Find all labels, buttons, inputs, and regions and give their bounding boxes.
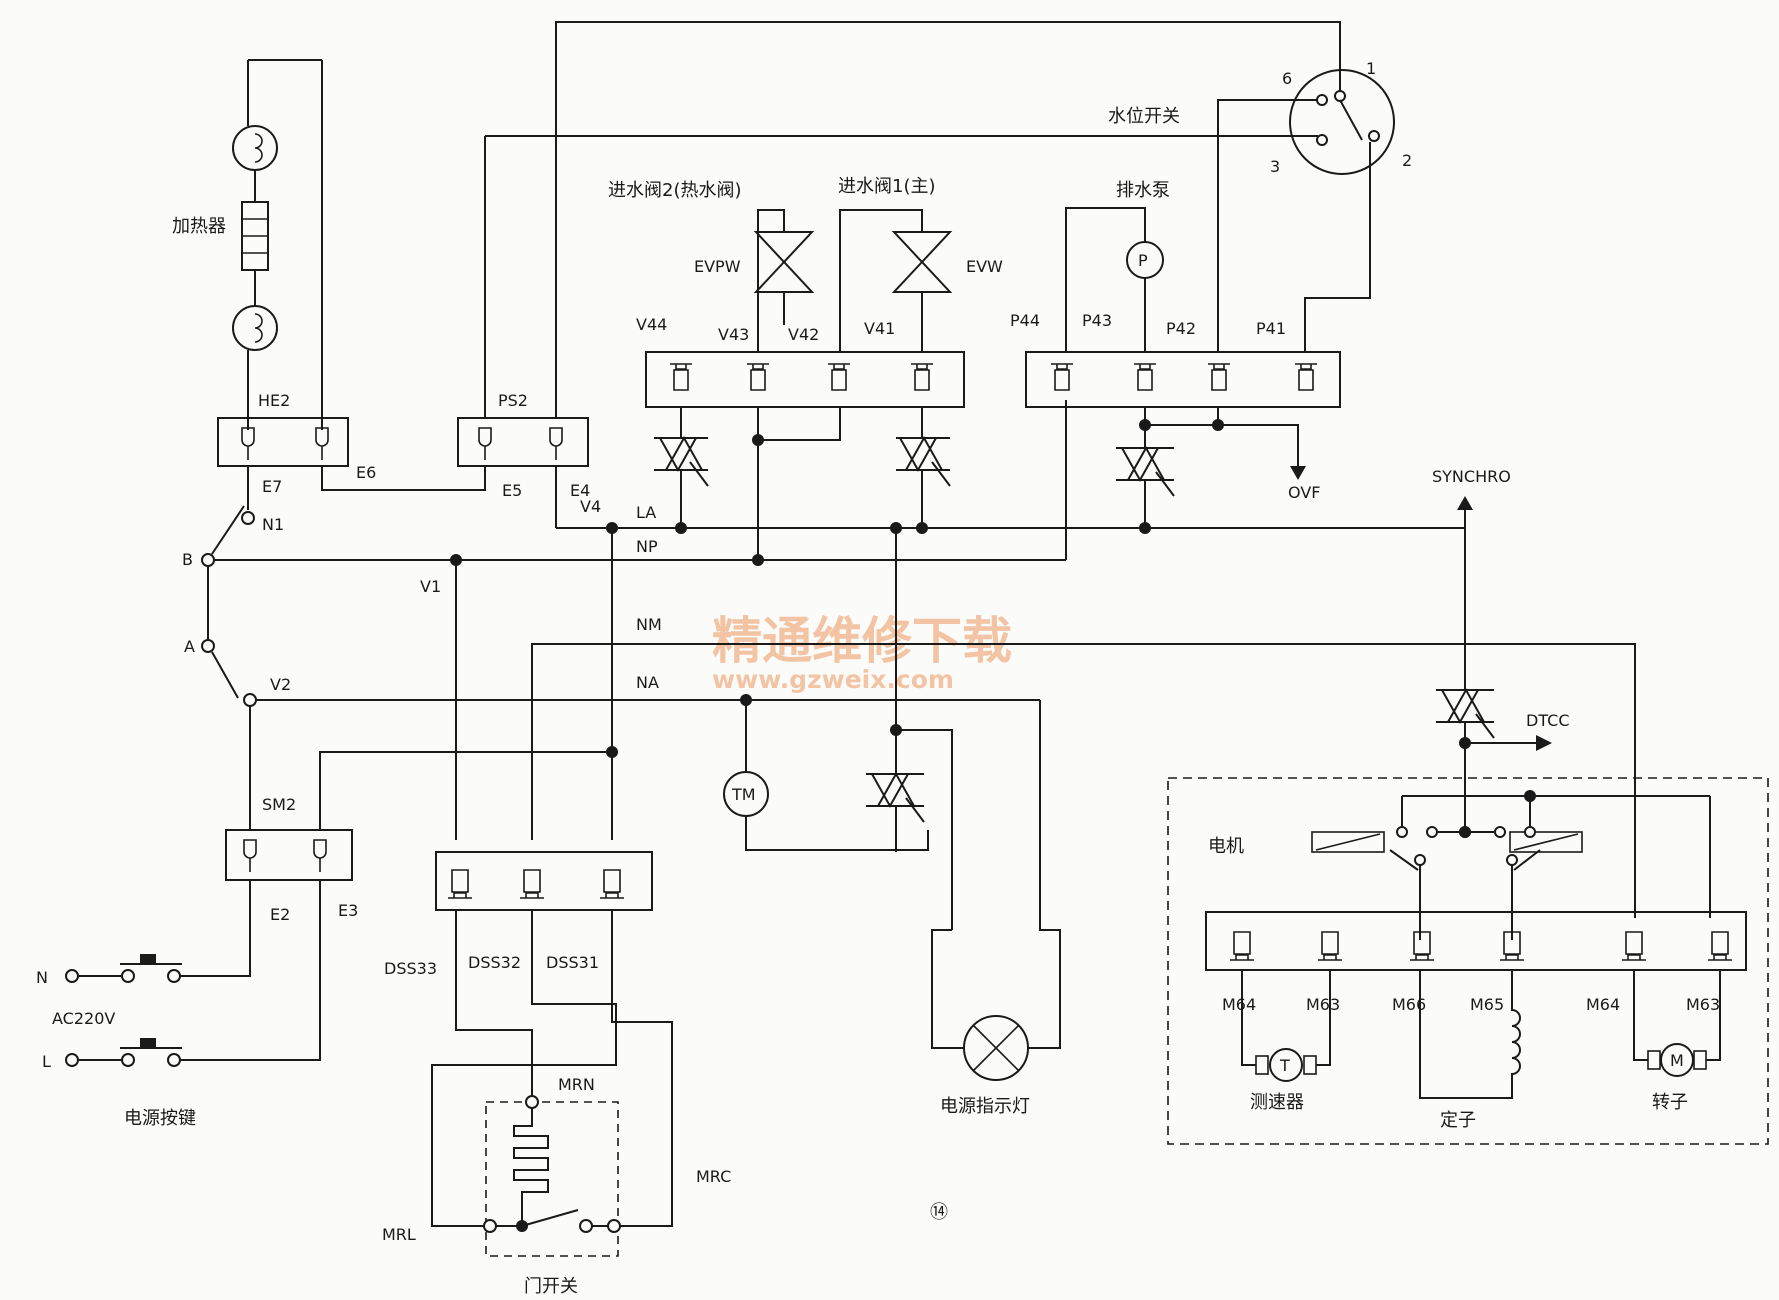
ws3-label: 3 (1270, 157, 1280, 176)
tachometer-symbol (1269, 1048, 1303, 1082)
e5-label: E5 (502, 481, 522, 500)
e4-label: E4 (570, 481, 590, 500)
watermark-url: www.gzweix.com (712, 665, 954, 694)
e2-label: E2 (270, 905, 290, 924)
rotor-symbol (1660, 1043, 1694, 1077)
ps2-connector (457, 417, 589, 467)
figure-number: ⑭ (930, 1202, 948, 1223)
m64b-label: M64 (1586, 995, 1620, 1014)
dss33-label: DSS33 (384, 959, 437, 978)
heater (232, 59, 323, 430)
m65-label: M65 (1470, 995, 1504, 1014)
evw-valve-symbol (891, 231, 953, 293)
motor-box (1167, 777, 1769, 1145)
v4-label: V4 (580, 497, 601, 516)
stator-coil (1511, 970, 1521, 1088)
mrl-label: MRL (382, 1225, 416, 1244)
np-label: NP (636, 537, 658, 556)
ptc-heater-symbol (513, 1108, 549, 1226)
n1-label: N1 (262, 515, 284, 534)
tachometer-label: 测速器 (1250, 1092, 1304, 1113)
evpw-valve-symbol (753, 231, 815, 293)
valve-connector (645, 351, 965, 408)
he2-connector (217, 417, 349, 467)
p41-label: P41 (1256, 319, 1286, 338)
rotor-m-label: M (1670, 1051, 1684, 1070)
motor-connector (1205, 911, 1747, 971)
l-label: L (42, 1052, 51, 1071)
v44-label: V44 (636, 315, 667, 334)
a-label: A (184, 637, 195, 656)
e6-label: E6 (356, 463, 376, 482)
b-label: B (182, 550, 193, 569)
sm2-label: SM2 (262, 795, 296, 814)
ws2-label: 2 (1402, 151, 1412, 170)
mrn-label: MRN (558, 1075, 595, 1094)
pump-connector (1025, 351, 1341, 408)
sm2-connector (225, 829, 353, 881)
na-label: NA (636, 673, 659, 692)
m63b-label: M63 (1686, 995, 1720, 1014)
ac220v-label: AC220V (52, 1009, 115, 1028)
p42-label: P42 (1166, 319, 1196, 338)
p43-label: P43 (1082, 311, 1112, 330)
tm-label: TM (731, 785, 756, 804)
water-level-switch (1289, 69, 1395, 175)
heater-label: 加热器 (172, 216, 226, 237)
tacho-t-label: T (1279, 1056, 1290, 1075)
v1-label: V1 (420, 577, 441, 596)
dss-connector (435, 851, 653, 911)
nm-label: NM (636, 615, 662, 634)
v41-label: V41 (864, 319, 895, 338)
ovf-label: OVF (1288, 483, 1320, 502)
ps2-label: PS2 (498, 391, 528, 410)
evw-label: EVW (966, 257, 1003, 276)
n-label: N (36, 968, 48, 987)
door-switch-box (485, 1101, 619, 1257)
stator-label: 定子 (1440, 1110, 1476, 1131)
e7-label: E7 (262, 477, 282, 496)
valve1-label: 进水阀1(主) (838, 176, 936, 197)
ws6-label: 6 (1282, 69, 1292, 88)
la-label: LA (636, 503, 656, 522)
door-switch-label: 门开关 (524, 1276, 578, 1297)
valve2-label: 进水阀2(热水阀) (608, 180, 742, 201)
synchro-label: SYNCHRO (1432, 467, 1511, 486)
mrc-label: MRC (696, 1167, 731, 1186)
dss31-label: DSS31 (546, 953, 599, 972)
e3-label: E3 (338, 901, 358, 920)
evpw-label: EVPW (694, 257, 741, 276)
p44-label: P44 (1010, 311, 1040, 330)
v43-label: V43 (718, 325, 749, 344)
watermark-title: 精通维修下载 (712, 612, 1012, 670)
rotor-label: 转子 (1652, 1092, 1688, 1113)
power-key-label: 电源按键 (124, 1108, 196, 1129)
pump-p-label: P (1138, 251, 1148, 270)
dtcc-label: DTCC (1526, 711, 1570, 730)
power-lamp-label: 电源指示灯 (940, 1096, 1030, 1117)
dss32-label: DSS32 (468, 953, 521, 972)
ws1-label: 1 (1366, 59, 1376, 78)
v2-label: V2 (270, 675, 291, 694)
v42-label: V42 (788, 325, 819, 344)
he2-label: HE2 (258, 391, 290, 410)
drain-pump-label: 排水泵 (1116, 180, 1170, 201)
m63a-label: M63 (1306, 995, 1340, 1014)
motor-label: 电机 (1208, 836, 1244, 857)
m66-label: M66 (1392, 995, 1426, 1014)
m64a-label: M64 (1222, 995, 1256, 1014)
water-level-switch-label: 水位开关 (1108, 106, 1180, 127)
nm-bus (531, 643, 1636, 918)
